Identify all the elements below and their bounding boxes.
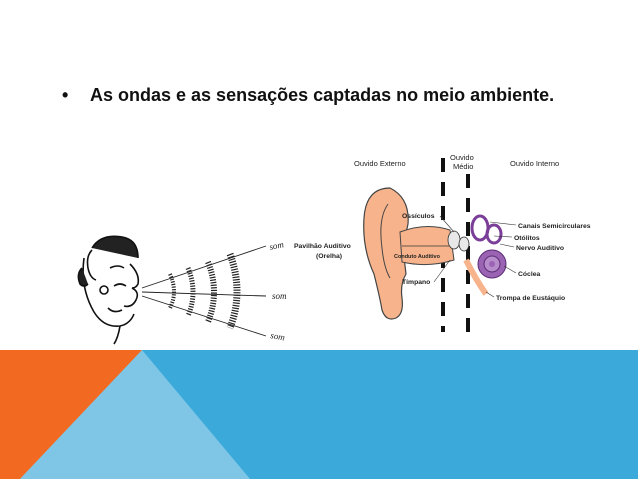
speaking-head-illustration: som som som [77,235,287,345]
ossicles-shape [447,230,470,252]
label-nervo: Nervo Auditivo [516,245,564,252]
label-conduto: Conduto Auditivo [394,254,441,260]
section-dividers [441,158,470,332]
label-otolitos: Otólitos [514,235,540,242]
pinna-inner-fold [380,203,391,279]
sound-label-bottom: som [270,330,287,342]
bullet-marker: • [62,85,69,105]
bullet-text: As ondas e as sensações captadas no meio… [90,85,555,105]
ear-canal-shape [399,226,455,266]
footer-orange-triangle [0,350,142,479]
label-ossiculos: Ossículos [402,213,435,220]
label-ouvido-medio-1: Ouvido [450,153,474,162]
label-ouvido-medio-2: Médio [453,162,473,171]
head-drawing [77,235,140,345]
label-ouvido-externo: Ouvido Externo [354,159,406,168]
footer-decoration [0,350,638,479]
footer-light-blue-triangle [0,350,250,479]
sound-wavefronts [168,252,241,330]
eustachian-tube-shape [463,258,489,296]
label-ouvido-interno: Ouvido Interno [510,159,559,168]
label-canais: Canais Semicirculares [518,223,591,230]
label-timpano: Tímpano [402,279,430,286]
cochlea-shape [477,249,507,279]
sound-label-middle: som [272,291,287,301]
leader-lines [433,215,517,298]
label-coclea: Cóclea [518,271,541,278]
sound-label-top: som [268,239,285,252]
ear-anatomy-diagram: Ouvido Externo Ouvido Médio Ouvido Inter… [294,153,591,332]
inner-ear-shape [470,214,503,245]
label-pavilhao-2: (Orelha) [316,253,342,260]
sound-rays [141,245,267,337]
label-trompa: Trompa de Eustáquio [496,295,565,302]
label-pavilhao-1: Pavilhão Auditivo [294,243,351,250]
